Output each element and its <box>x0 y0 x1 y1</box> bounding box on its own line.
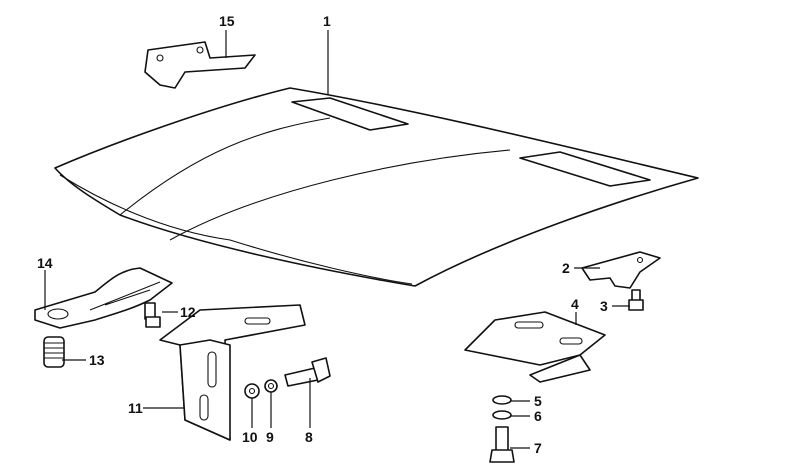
plate-14 <box>34 267 173 329</box>
bolt-3 <box>628 289 644 311</box>
leader-lines <box>44 30 630 449</box>
callout-5: 5 <box>534 393 542 409</box>
callout-3: 3 <box>600 298 608 314</box>
stud-13 <box>43 336 65 368</box>
callout-14: 14 <box>37 255 53 271</box>
bolt-8 <box>284 357 331 387</box>
callout-2: 2 <box>562 260 570 276</box>
washer-10 <box>244 383 260 399</box>
bolt-12 <box>144 302 161 328</box>
callout-10: 10 <box>242 429 258 445</box>
callout-11: 11 <box>128 400 143 416</box>
callout-12: 12 <box>180 304 196 320</box>
washer-9 <box>264 379 278 393</box>
callout-8: 8 <box>305 429 313 445</box>
bracket-2 <box>581 251 661 289</box>
plate-4 <box>464 311 606 383</box>
washer-5 <box>492 395 512 405</box>
callout-7: 7 <box>534 440 542 456</box>
callout-9: 9 <box>266 429 274 445</box>
bracket-11 <box>159 304 306 441</box>
callout-4: 4 <box>571 296 579 312</box>
callout-15: 15 <box>219 13 235 29</box>
bracket-15 <box>144 41 256 89</box>
callout-6: 6 <box>534 408 542 424</box>
callout-13: 13 <box>89 352 105 368</box>
bolt-7 <box>489 426 515 463</box>
callout-1: 1 <box>323 13 331 29</box>
hood-panel <box>54 87 699 287</box>
washer-6 <box>492 410 512 420</box>
